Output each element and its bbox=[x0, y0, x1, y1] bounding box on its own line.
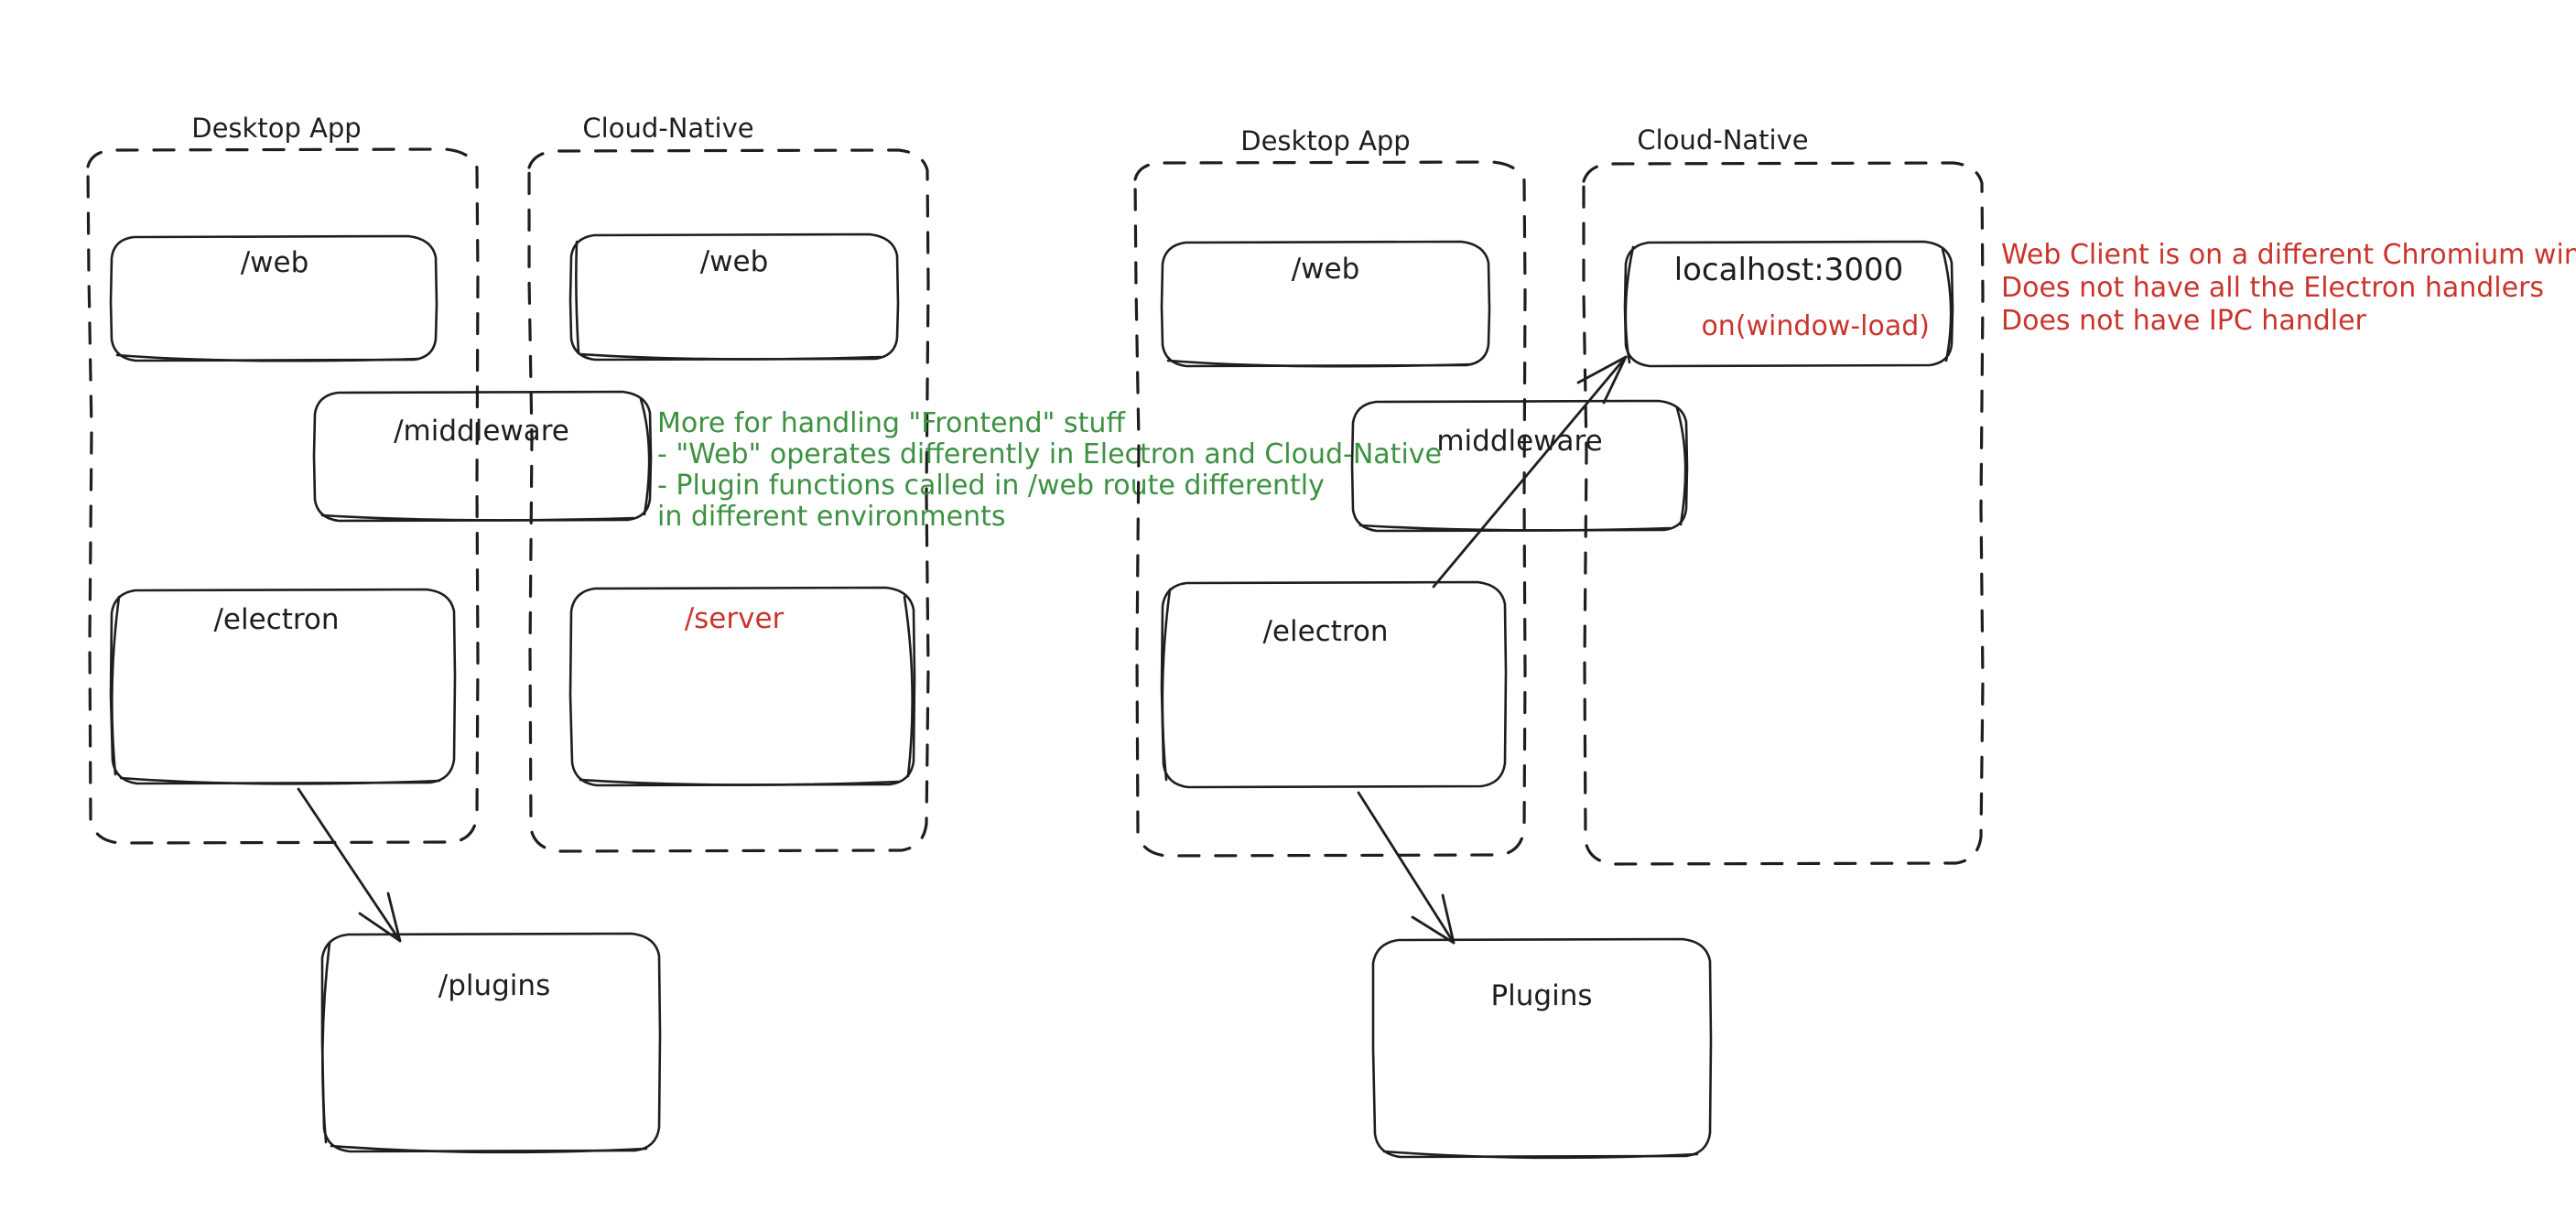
right-cloud-native-border bbox=[1582, 161, 1985, 866]
left-annotation-green-line-4: in different environments bbox=[657, 501, 1006, 533]
left-node-web-cloud-shape-sketch bbox=[575, 240, 882, 361]
left-node-web-desktop-label: /web bbox=[241, 246, 309, 279]
right-node-localhost-sublabel: on(window-load) bbox=[1701, 310, 1930, 342]
left-group-cloud-native[interactable]: Cloud-Native bbox=[527, 113, 930, 853]
right-node-electron[interactable]: /electron bbox=[1160, 580, 1508, 789]
right-arrow-electron-to-plugins bbox=[1357, 791, 1456, 945]
left-group-desktop-app[interactable]: Desktop App bbox=[86, 113, 480, 845]
left-node-middleware-shape-sketch bbox=[320, 397, 651, 522]
right-node-localhost[interactable]: localhost:3000 on(window-load) bbox=[1623, 240, 1954, 368]
left-node-web-cloud-label: /web bbox=[700, 245, 769, 278]
right-arrow-electron-to-localhost bbox=[1432, 355, 1628, 589]
right-node-plugins-label: Plugins bbox=[1490, 979, 1592, 1012]
right-node-localhost-label: localhost:3000 bbox=[1674, 252, 1904, 288]
right-annotation-red-line-3: Does not have IPC handler bbox=[2001, 305, 2367, 337]
left-node-server-shape-sketch bbox=[579, 595, 914, 786]
right-node-web-shape-sketch bbox=[1166, 359, 1474, 368]
left-node-web-desktop[interactable]: /web bbox=[109, 234, 438, 362]
right-group-desktop-app[interactable]: Desktop App bbox=[1133, 125, 1527, 858]
left-annotation-green: More for handling "Frontend" stuff - "We… bbox=[657, 407, 1442, 533]
right-desktop-app-border bbox=[1133, 160, 1527, 858]
right-annotation-red-line-1: Web Client is on a different Chromium wi… bbox=[2001, 239, 2576, 271]
right-desktop-app-label: Desktop App bbox=[1240, 125, 1410, 157]
left-node-web-cloud[interactable]: /web bbox=[568, 232, 900, 362]
left-arrow-electron-to-plugins bbox=[297, 787, 402, 943]
right-node-web-label: /web bbox=[1292, 253, 1360, 286]
right-group-cloud-native[interactable]: Cloud-Native bbox=[1582, 124, 1985, 866]
left-node-web-desktop-shape-sketch bbox=[115, 353, 421, 362]
left-node-electron[interactable]: /electron bbox=[109, 588, 457, 785]
left-annotation-green-line-2: - "Web" operates differently in Electron… bbox=[657, 438, 1442, 470]
left-node-plugins-shape bbox=[320, 932, 662, 1153]
left-node-middleware-label: /middleware bbox=[394, 415, 569, 448]
left-annotation-green-line-3: - Plugin functions called in /web route … bbox=[657, 470, 1325, 502]
left-node-electron-shape-sketch bbox=[111, 595, 441, 785]
left-node-plugins-shape-sketch bbox=[321, 941, 648, 1154]
left-cloud-native-border bbox=[527, 148, 930, 853]
right-node-middleware[interactable]: middleware bbox=[1350, 399, 1689, 533]
left-node-server[interactable]: /server bbox=[568, 586, 916, 787]
right-node-plugins-shape bbox=[1371, 937, 1713, 1159]
right-annotation-red: Web Client is on a different Chromium wi… bbox=[2001, 239, 2576, 337]
left-cloud-native-label: Cloud-Native bbox=[582, 113, 753, 144]
right-node-plugins[interactable]: Plugins bbox=[1371, 937, 1713, 1160]
right-node-electron-shape-sketch bbox=[1161, 588, 1172, 782]
left-node-server-label: /server bbox=[685, 602, 785, 635]
left-node-electron-label: /electron bbox=[213, 603, 339, 636]
right-node-electron-shape bbox=[1160, 580, 1508, 789]
left-node-middleware[interactable]: /middleware bbox=[312, 390, 653, 523]
right-node-localhost-shape-sketch bbox=[1624, 245, 1953, 364]
right-node-plugins-shape-sketch bbox=[1382, 1150, 1699, 1160]
left-node-middleware-shape bbox=[312, 390, 653, 523]
left-desktop-app-border bbox=[86, 147, 480, 845]
right-node-web[interactable]: /web bbox=[1160, 240, 1491, 368]
right-cloud-native-label: Cloud-Native bbox=[1637, 124, 1808, 156]
right-node-electron-label: /electron bbox=[1262, 615, 1388, 648]
left-desktop-app-label: Desktop App bbox=[191, 113, 361, 144]
right-annotation-red-line-2: Does not have all the Electron handlers bbox=[2001, 272, 2544, 304]
right-node-middleware-shape-sketch bbox=[1358, 406, 1687, 532]
left-node-plugins-label: /plugins bbox=[438, 969, 550, 1002]
right-node-localhost-shape bbox=[1623, 240, 1954, 368]
left-annotation-green-line-1: More for handling "Frontend" stuff bbox=[657, 407, 1126, 439]
left-node-plugins[interactable]: /plugins bbox=[320, 932, 662, 1154]
right-node-middleware-label: middleware bbox=[1436, 425, 1602, 458]
